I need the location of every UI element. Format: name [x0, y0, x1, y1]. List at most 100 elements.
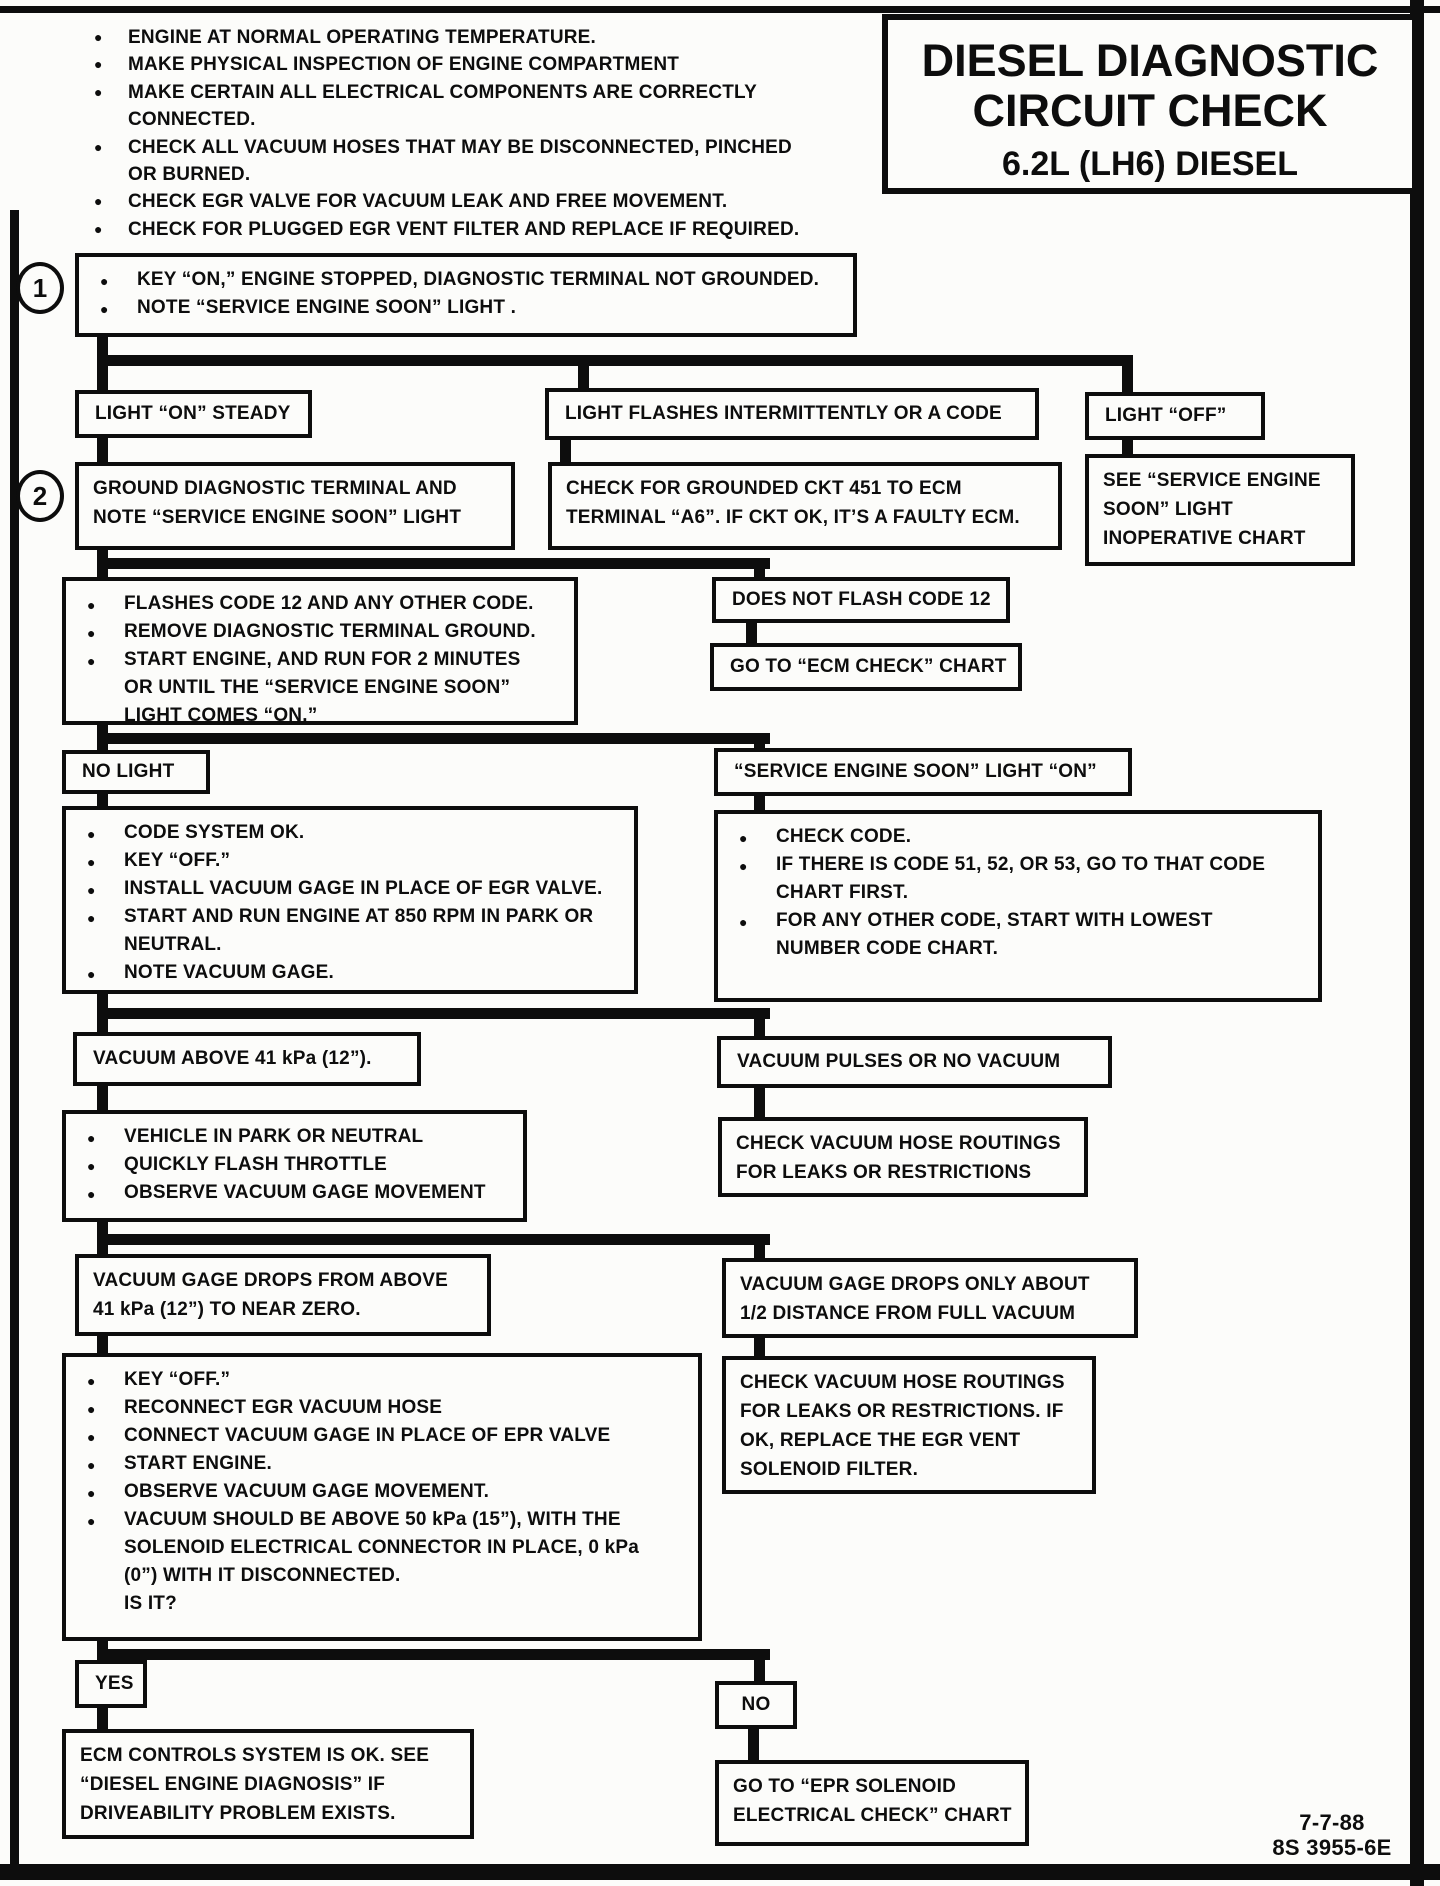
page-border-bottom: [0, 1864, 1440, 1880]
box-vehicle-in-park: VEHICLE IN PARK OR NEUTRAL QUICKLY FLASH…: [62, 1110, 527, 1222]
connector: [748, 1729, 759, 1760]
text-line: OBSERVE VACUUM GAGE MOVEMENT: [66, 1179, 517, 1208]
connector: [97, 1336, 108, 1353]
box-flashes-code-12: FLASHES CODE 12 AND ANY OTHER CODE. REMO…: [62, 577, 578, 726]
connector: [754, 1338, 765, 1356]
text-line: FOR LEAKS OR RESTRICTIONS: [736, 1162, 1032, 1183]
connector: [97, 550, 108, 558]
text-line: OK, REPLACE THE EGR VENT: [740, 1430, 1021, 1451]
text-line: TERMINAL “A6”. IF CKT OK, IT’S A FAULTY …: [566, 507, 1020, 528]
text-line: “DIESEL ENGINE DIAGNOSIS” IF: [80, 1774, 386, 1795]
text-line: FOR LEAKS OR RESTRICTIONS. IF: [740, 1401, 1064, 1422]
title-box: DIESEL DIAGNOSTIC CIRCUIT CHECK 6.2L (LH…: [882, 14, 1418, 194]
connector: [97, 1708, 108, 1729]
connector: [97, 569, 108, 577]
connector: [97, 438, 108, 462]
text-line: ECM CONTROLS SYSTEM IS OK. SEE: [80, 1745, 430, 1766]
text-line: CHECK FOR GROUNDED CKT 451 TO ECM: [566, 478, 962, 499]
page-subtitle: 6.2L (LH6) DIESEL: [1002, 145, 1298, 183]
text-line: NOTE VACUUM GAGE.: [66, 959, 628, 988]
page-border-top: [0, 6, 1440, 13]
connector: [754, 1660, 765, 1681]
text-line: FOR ANY OTHER CODE, START WITH LOWEST: [718, 907, 1312, 936]
text-line: CHECK CODE.: [718, 823, 1312, 852]
connector: [1122, 440, 1133, 454]
box-step1-key-on: KEY “ON,” ENGINE STOPPED, DIAGNOSTIC TER…: [75, 253, 857, 337]
text-line: IS IT?: [124, 1593, 177, 1614]
connector: [1122, 366, 1133, 392]
box-no-light: NO LIGHT: [62, 750, 210, 794]
box-light-flashes: LIGHT FLASHES INTERMITTENTLY OR A CODE: [545, 388, 1039, 440]
text-line: CHECK VACUUM HOSE ROUTINGS: [736, 1133, 1061, 1154]
box-no: NO: [715, 1681, 797, 1729]
check-item: ENGINE AT NORMAL OPERATING TEMPERATURE.: [70, 24, 830, 52]
text-line: CONNECT VACUUM GAGE IN PLACE OF EPR VALV…: [66, 1422, 692, 1451]
text-line: FLASHES CODE 12 AND ANY OTHER CODE.: [66, 590, 568, 619]
box-code-system-ok: CODE SYSTEM OK. KEY “OFF.” INSTALL VACUU…: [62, 806, 638, 994]
connector: [97, 744, 108, 750]
box-ground-terminal: GROUND DIAGNOSTIC TERMINAL AND NOTE “SER…: [75, 462, 515, 550]
connector: [97, 1641, 108, 1649]
text-line: NOTE “SERVICE ENGINE SOON” LIGHT .: [79, 294, 847, 323]
connector: [97, 1008, 770, 1019]
text-line: RECONNECT EGR VACUUM HOSE: [66, 1394, 692, 1423]
connector: [97, 733, 770, 744]
text-line: SEE “SERVICE ENGINE: [1103, 470, 1321, 491]
box-gage-drops-half: VACUUM GAGE DROPS ONLY ABOUT 1/2 DISTANC…: [722, 1258, 1138, 1338]
text-line: REMOVE DIAGNOSTIC TERMINAL GROUND.: [66, 618, 568, 647]
text-line: KEY “OFF.”: [66, 847, 628, 876]
text-line: VACUUM GAGE DROPS FROM ABOVE: [93, 1270, 449, 1291]
connector: [754, 1088, 765, 1117]
box-goto-ecm-check-chart: GO TO “ECM CHECK” CHART: [710, 643, 1022, 691]
preliminary-checks-list: ENGINE AT NORMAL OPERATING TEMPERATURE. …: [70, 24, 830, 244]
connector: [97, 355, 1133, 366]
text-line: NEUTRAL.: [124, 934, 222, 955]
box-check-code: CHECK CODE. IF THERE IS CODE 51, 52, OR …: [714, 810, 1322, 1002]
text-line: QUICKLY FLASH THROTTLE: [66, 1151, 517, 1180]
check-item-continuation: CONNECTED.: [128, 109, 256, 131]
text-line: 41 kPa (12”) TO NEAR ZERO.: [93, 1299, 361, 1320]
text-line: START AND RUN ENGINE AT 850 RPM IN PARK …: [66, 903, 628, 932]
connector: [97, 1086, 108, 1110]
step-2-badge: 2: [16, 470, 64, 522]
box-light-off: LIGHT “OFF”: [1085, 392, 1265, 440]
connector: [97, 1234, 770, 1245]
box-service-engine-soon-light-on: “SERVICE ENGINE SOON” LIGHT “ON”: [714, 748, 1132, 796]
text-line: INSTALL VACUUM GAGE IN PLACE OF EGR VALV…: [66, 875, 628, 904]
box-light-on-steady: LIGHT “ON” STEADY: [75, 390, 312, 438]
box-vacuum-pulses: VACUUM PULSES OR NO VACUUM: [717, 1036, 1112, 1088]
page-title-line2: CIRCUIT CHECK: [972, 85, 1328, 136]
connector: [754, 569, 765, 577]
connector: [754, 796, 765, 810]
text-line: IF THERE IS CODE 51, 52, OR 53, GO TO TH…: [718, 851, 1312, 880]
text-line: VACUUM SHOULD BE ABOVE 50 kPa (15”), WIT…: [66, 1506, 692, 1535]
text-line: LIGHT COMES “ON.”: [124, 705, 318, 726]
box-ecm-controls-ok: ECM CONTROLS SYSTEM IS OK. SEE “DIESEL E…: [62, 1729, 474, 1839]
text-line: (0”) WITH IT DISCONNECTED.: [124, 1565, 401, 1586]
text-line: START ENGINE.: [66, 1450, 692, 1479]
box-see-light-inoperative-chart: SEE “SERVICE ENGINE SOON” LIGHT INOPERAT…: [1085, 454, 1355, 566]
connector: [97, 1245, 108, 1254]
text-line: GROUND DIAGNOSTIC TERMINAL AND: [93, 478, 457, 499]
check-item: CHECK EGR VALVE FOR VACUUM LEAK AND FREE…: [70, 188, 830, 216]
box-yes: YES: [75, 1660, 147, 1708]
connector: [97, 366, 108, 390]
connector: [97, 725, 108, 733]
check-item: MAKE PHYSICAL INSPECTION OF ENGINE COMPA…: [70, 51, 830, 79]
text-line: OBSERVE VACUUM GAGE MOVEMENT.: [66, 1478, 692, 1507]
text-line: NUMBER CODE CHART.: [776, 938, 999, 959]
connector: [578, 366, 589, 390]
box-check-hose-routings-egr-vent: CHECK VACUUM HOSE ROUTINGS FOR LEAKS OR …: [722, 1356, 1096, 1494]
connector: [754, 744, 765, 750]
text-line: VACUUM GAGE DROPS ONLY ABOUT: [740, 1274, 1090, 1295]
page-border-left: [10, 210, 19, 1880]
connector: [754, 1245, 765, 1258]
box-check-hose-routings: CHECK VACUUM HOSE ROUTINGS FOR LEAKS OR …: [718, 1117, 1088, 1197]
box-vacuum-above-41kpa: VACUUM ABOVE 41 kPa (12”).: [73, 1032, 421, 1086]
check-item-continuation: OR BURNED.: [128, 164, 251, 186]
box-does-not-flash-code-12: DOES NOT FLASH CODE 12: [712, 577, 1010, 623]
check-item: MAKE CERTAIN ALL ELECTRICAL COMPONENTS A…: [70, 79, 830, 107]
text-line: SOON” LIGHT: [1103, 499, 1233, 520]
text-line: CHECK VACUUM HOSE ROUTINGS: [740, 1372, 1065, 1393]
